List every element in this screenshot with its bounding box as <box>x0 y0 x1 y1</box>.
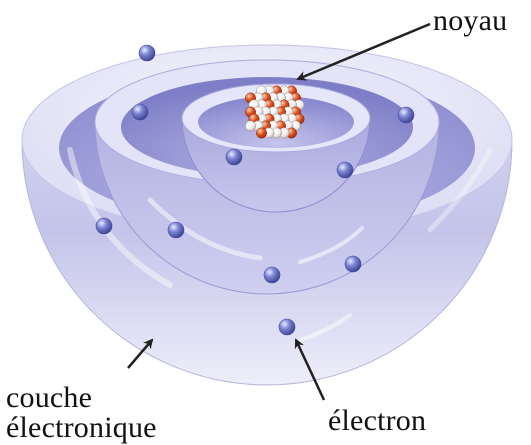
electron-particle <box>398 107 414 123</box>
electron-shell-label-line2: électronique <box>6 413 157 443</box>
electron-label: électron <box>328 406 426 436</box>
electron-particle <box>96 218 112 234</box>
electron-particle <box>139 45 155 61</box>
electron-shell-label: couche électronique <box>6 383 157 443</box>
electron-particle <box>264 267 280 283</box>
nucleus-label: noyau <box>433 6 507 36</box>
electron-particle <box>337 162 353 178</box>
electron-particle <box>132 104 148 120</box>
electron-particle <box>279 319 295 335</box>
electron-particle <box>226 149 242 165</box>
neutron-particle <box>245 121 255 131</box>
electron-shell-label-line1: couche <box>6 383 157 413</box>
electron-particle <box>168 222 184 238</box>
proton-particle <box>256 128 266 138</box>
electron-particle <box>345 256 361 272</box>
